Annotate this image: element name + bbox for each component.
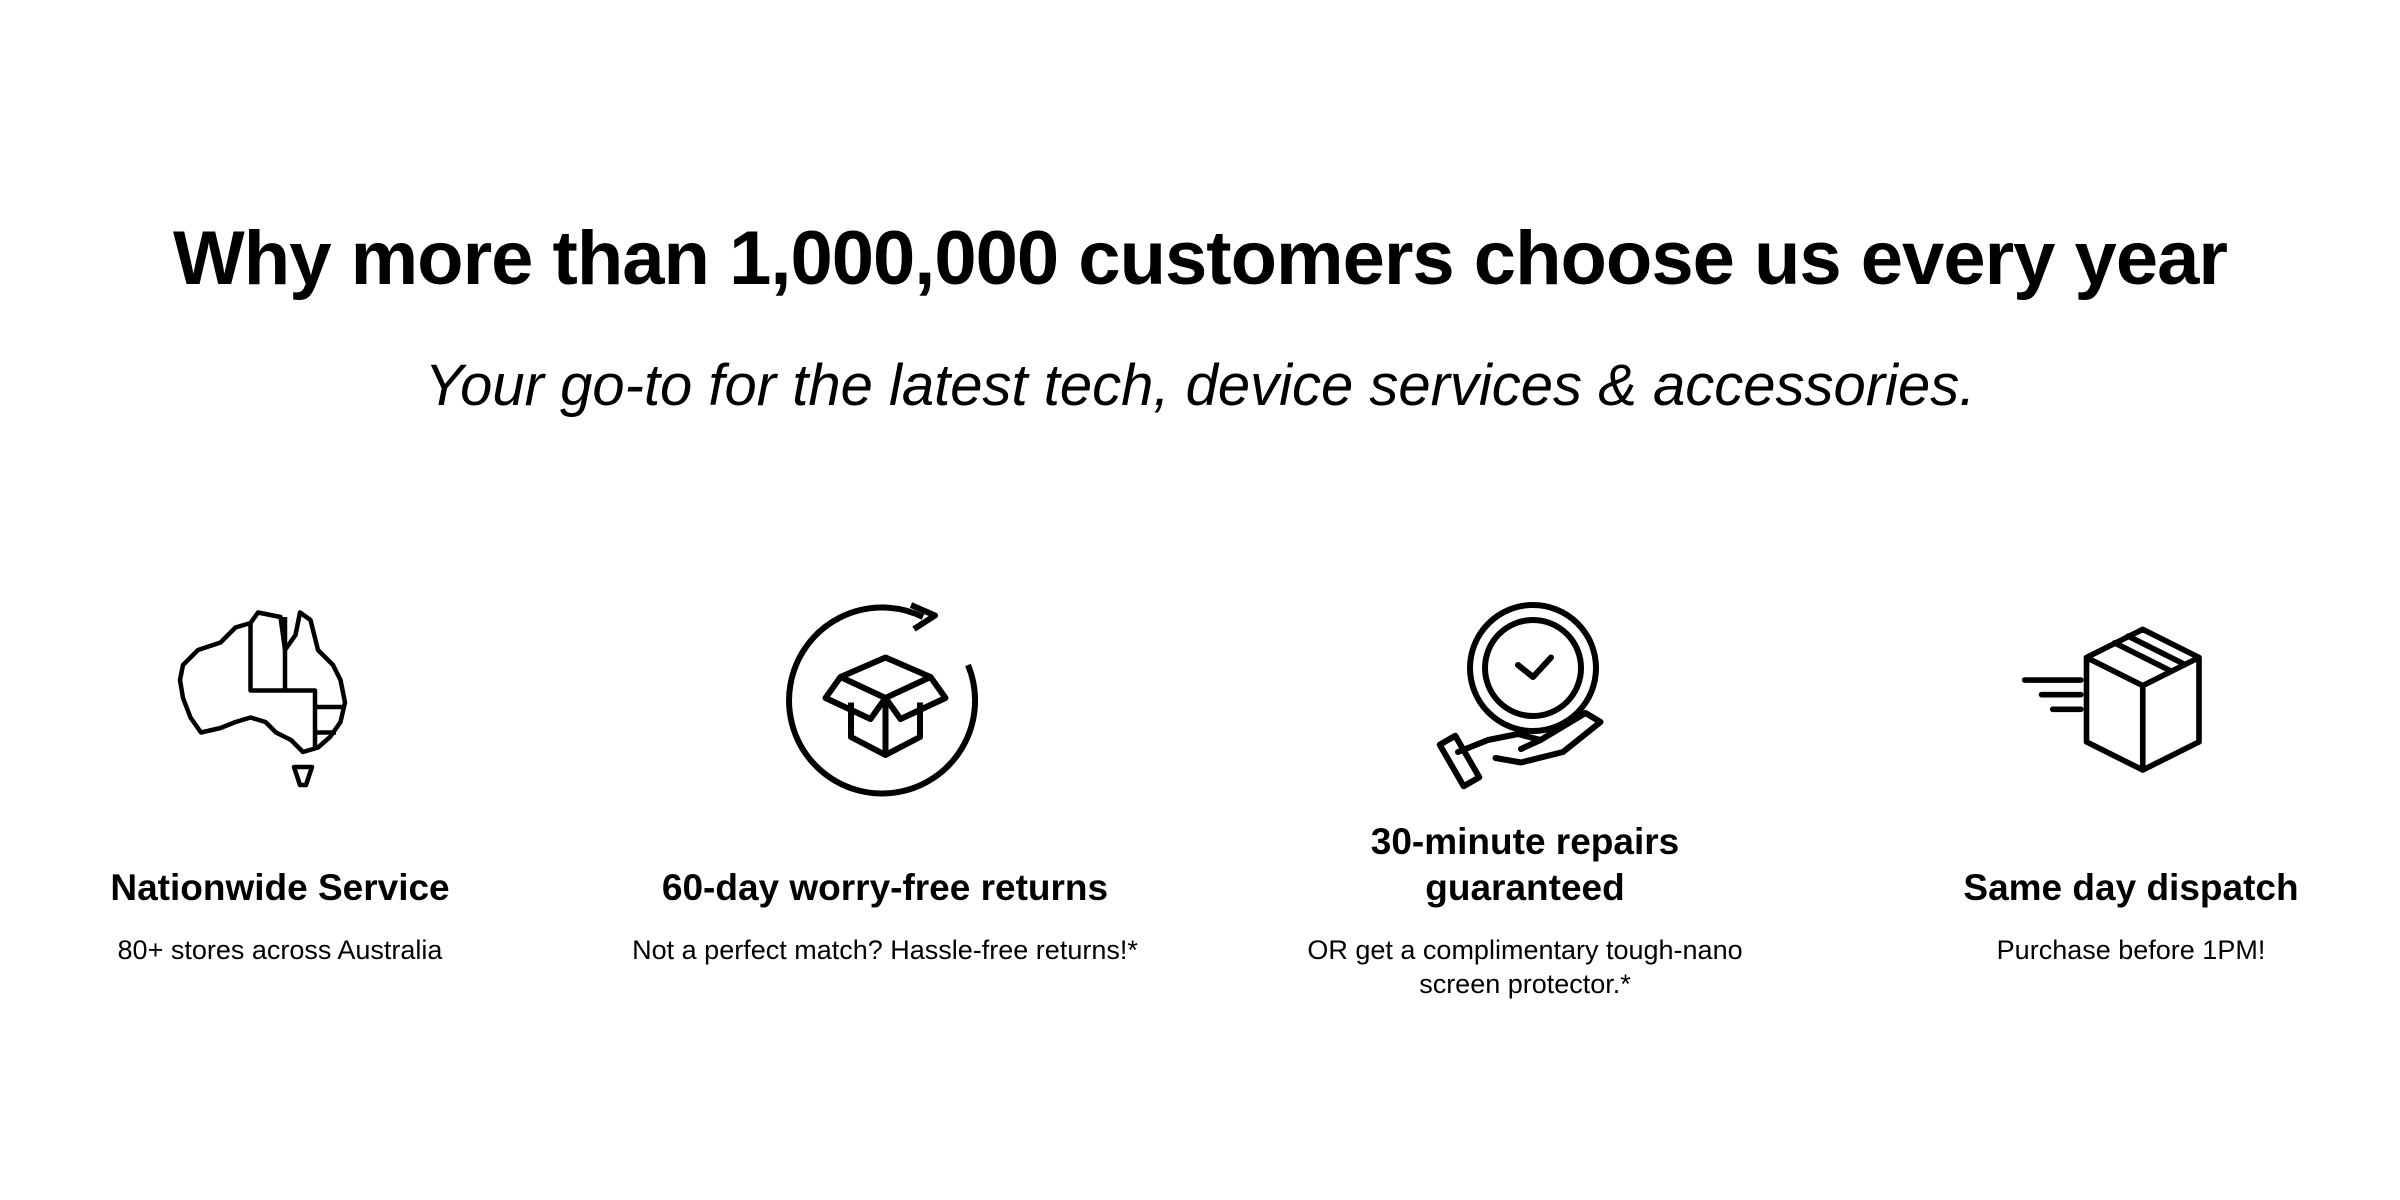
feature-title: Nationwide Service xyxy=(110,867,450,908)
feature-repairs: 30-minute repairs guaranteed OR get a co… xyxy=(1265,590,1785,1001)
fast-delivery-box-icon xyxy=(1871,590,2391,815)
australia-map-icon xyxy=(20,590,540,815)
feature-title: 60-day worry-free returns xyxy=(661,867,1109,908)
feature-returns: 60-day worry-free returns Not a perfect … xyxy=(625,590,1145,967)
feature-nationwide-service: Nationwide Service 80+ stores across Aus… xyxy=(20,590,540,967)
feature-title: Same day dispatch xyxy=(1963,867,2299,908)
feature-description: OR get a complimentary tough-nano screen… xyxy=(1307,935,1743,999)
feature-description: Purchase before 1PM! xyxy=(1996,935,2266,965)
page-title: Why more than 1,000,000 customers choose… xyxy=(173,216,2228,301)
clock-hand-icon xyxy=(1265,590,1785,815)
feature-description: 80+ stores across Australia xyxy=(117,935,443,965)
feature-dispatch: Same day dispatch Purchase before 1PM! xyxy=(1871,590,2391,967)
page-subtitle: Your go-to for the latest tech, device s… xyxy=(424,353,1976,418)
feature-description: Not a perfect match? Hassle-free returns… xyxy=(632,935,1138,965)
feature-title: 30-minute repairs guaranteed xyxy=(1370,821,1680,908)
box-return-icon xyxy=(625,590,1145,815)
